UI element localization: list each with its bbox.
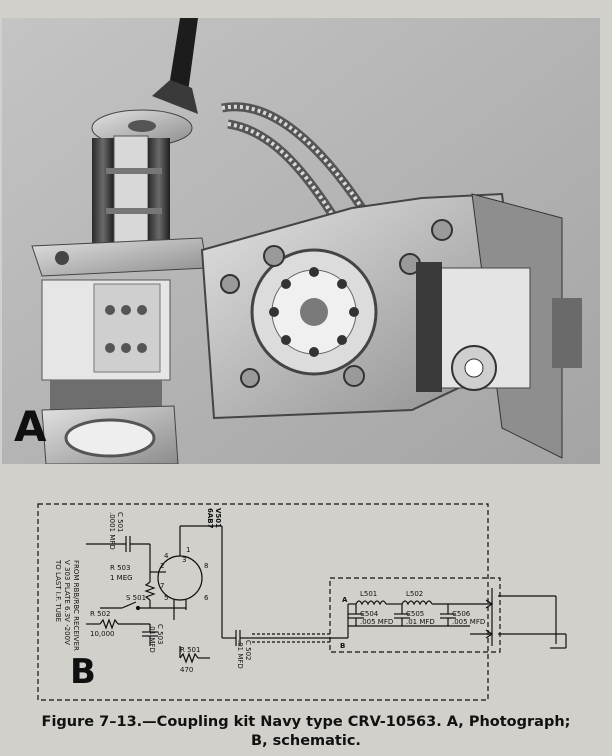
tube-pin-numbers: 1 2 3 4 5 6 7 8 [160,546,209,602]
c505-label: C505 [406,610,424,618]
panel-label-a: A [14,402,47,451]
c503-value: .01 MFD [148,624,156,653]
v501-type: 6AB7 [206,508,214,529]
c503-label: C 503 [156,624,164,644]
node-b-label: B [340,642,345,650]
panel-label-b: B [70,652,96,692]
r502-label: R 502 [90,610,110,618]
input-label-line-3: FROM RBB/RBC RECEIVER [72,560,80,651]
photograph [2,18,600,464]
pin-6: 6 [204,594,209,602]
c504-label: C504 [360,610,379,618]
pin-7: 7 [160,582,164,590]
schematic-diagram: TO LAST I.F. TUBE V 303 PLATE 6.3V -200V… [37,503,567,701]
pin-8: 8 [204,562,208,570]
photograph-panel [2,18,600,464]
filter-enclosure-outline [329,577,501,653]
r503-label: R 503 [110,564,130,572]
input-label-line-2: V 303 PLATE 6.3V -200V [63,560,71,645]
v501-label: V501 [214,508,222,528]
pin-4: 4 [164,552,169,560]
c506-value: .005 MFD [452,618,485,626]
r502-value: 10,000 [90,630,115,638]
figure-caption: Figure 7–13.—Coupling kit Navy type CRV-… [0,713,612,751]
enclosure-outline [37,503,489,701]
caption-line-1: Figure 7–13.—Coupling kit Navy type CRV-… [41,714,571,730]
r501-value: 470 [180,666,193,674]
l501-label: L501 [360,590,377,598]
pin-3: 3 [182,556,186,564]
s501-label: S 501 [126,594,146,602]
c502-label: C 502 [244,640,252,660]
c502-value: .01 MFD [236,640,244,669]
input-label-line-1: TO LAST I.F. TUBE [54,559,62,622]
pin-5: 5 [164,594,168,602]
input-label: TO LAST I.F. TUBE V 303 PLATE 6.3V -200V… [54,559,80,651]
inductor-l501 [355,600,387,606]
c501-value: .0001 MFD [108,512,116,550]
c505-value: .01 MFD [406,618,435,626]
pin-1: 1 [186,546,190,554]
inductor-l502 [401,600,433,606]
c501-label: C 501 [116,512,124,532]
pin-2: 2 [160,562,164,570]
l502-label: L502 [406,590,423,598]
r503-value: 1 MEG [110,574,133,582]
c504-value: .005 MFD [360,618,393,626]
node-a-label: A [342,596,348,604]
caption-line-2: B, schematic. [251,733,361,749]
r501-label: R 501 [180,646,200,654]
c506-label: C506 [452,610,471,618]
